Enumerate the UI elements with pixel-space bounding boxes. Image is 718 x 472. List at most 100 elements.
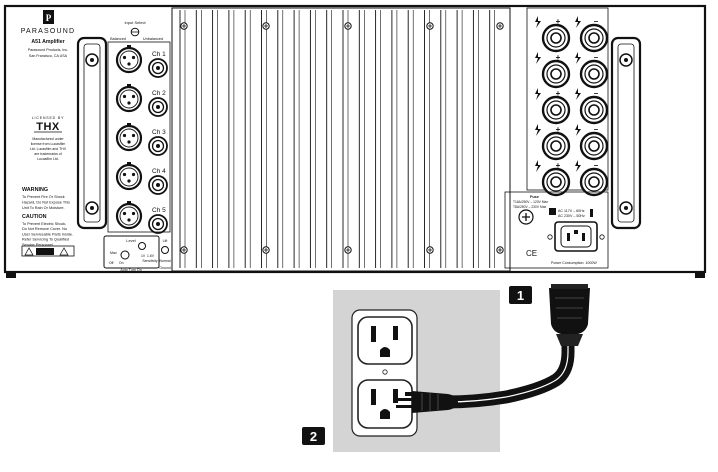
thx-block: LICENSED BY THX Manufactured underlicens… bbox=[30, 116, 67, 161]
thx-logo: THX bbox=[36, 121, 60, 133]
xlr-input-jack[interactable] bbox=[115, 84, 143, 113]
thx-note-line: Manufactured under bbox=[32, 137, 64, 141]
power-cord bbox=[396, 284, 590, 413]
brand-name: PARASOUND bbox=[21, 28, 76, 35]
hazard-bolt-icon bbox=[575, 88, 581, 100]
speaker-terminal-negative[interactable] bbox=[579, 95, 609, 125]
speaker-terminal-negative[interactable] bbox=[579, 167, 609, 197]
panel-foot-right bbox=[695, 272, 705, 278]
rca-input-jack[interactable] bbox=[148, 214, 168, 234]
caution-title: CAUTION bbox=[22, 214, 47, 220]
level-knob[interactable] bbox=[120, 250, 130, 260]
input-select-label: Input Select bbox=[124, 20, 146, 25]
rca-input-jack[interactable] bbox=[148, 175, 168, 195]
caution-line: Service Personnel. bbox=[22, 243, 54, 247]
attention-icon bbox=[59, 247, 69, 256]
speaker-terminal-positive[interactable] bbox=[541, 95, 571, 125]
speaker-terminal-negative[interactable] bbox=[579, 23, 609, 53]
speaker-terminal-pair: +– bbox=[535, 124, 609, 161]
hazard-bolt-icon bbox=[575, 52, 581, 64]
voltage-selector[interactable] bbox=[549, 208, 556, 215]
voltage-switch[interactable] bbox=[590, 209, 593, 217]
off-label: Off bbox=[109, 261, 114, 265]
channel-label: Ch 3 bbox=[152, 129, 166, 136]
rca-input-jack[interactable] bbox=[148, 97, 168, 117]
terminal-minus-label: – bbox=[594, 17, 599, 26]
xlr-input-jack[interactable] bbox=[115, 45, 143, 74]
wall-plug[interactable] bbox=[396, 391, 458, 413]
ground-label: Ground bbox=[159, 266, 170, 270]
speaker-terminal-positive[interactable] bbox=[541, 23, 571, 53]
hazard-bolt-icon bbox=[535, 88, 541, 100]
brand-logo-letter: P bbox=[46, 13, 52, 23]
iec-cord-connector[interactable] bbox=[549, 284, 590, 346]
terminal-plus-label: + bbox=[556, 89, 561, 98]
caution-label-icon bbox=[36, 248, 54, 255]
caution-line: To Prevent Electric Shock, bbox=[22, 222, 66, 226]
speaker-terminal-pair: +– bbox=[535, 16, 609, 53]
thx-note-line: license from Lucasfilm bbox=[31, 142, 66, 146]
sensitivity-a-label: 1V bbox=[141, 254, 146, 258]
receptacle-lower[interactable] bbox=[357, 379, 413, 429]
amplifier-rear-panel: P PARASOUND A51 Amplifier Parasound Prod… bbox=[3, 4, 707, 278]
receptacle-upper[interactable] bbox=[357, 316, 413, 365]
caution-line: User Serviceable Parts Inside. bbox=[22, 232, 73, 236]
hazard-bolt-icon bbox=[535, 124, 541, 136]
input-select-switch[interactable]: Input Select Balanced Unbalanced bbox=[110, 20, 163, 41]
heatsink-screw bbox=[426, 22, 434, 30]
auto-turn-on-label: Auto Turn On bbox=[120, 268, 141, 272]
xlr-input-jack[interactable] bbox=[115, 201, 143, 230]
ce-mark: CE bbox=[526, 249, 537, 258]
fuse-rating-120: T16A/250V – 120V Max bbox=[513, 200, 548, 204]
callout-1-label: 1 bbox=[517, 288, 524, 303]
plug-prong-upper bbox=[396, 398, 413, 401]
power-consumption: Power Consumption: 1000W bbox=[551, 261, 597, 265]
input-channel: Ch 4 bbox=[115, 162, 168, 195]
unbalanced-label: Unbalanced bbox=[143, 37, 163, 41]
panel-foot-left bbox=[6, 272, 16, 278]
warning-line: Hazard, Do Not Expose This bbox=[22, 200, 70, 204]
speaker-terminal-negative[interactable] bbox=[579, 59, 609, 89]
input-channel: Ch 2 bbox=[115, 84, 168, 117]
voltage-230: AC 230V – 50Hz bbox=[558, 214, 585, 218]
thx-note-line: Lucasfilm Ltd. bbox=[37, 157, 59, 161]
speaker-terminal-positive[interactable] bbox=[541, 167, 571, 197]
caution-line: Do Not Remove Cover. No bbox=[22, 227, 67, 231]
input-panel-frame bbox=[107, 41, 171, 233]
plug-ground-pin bbox=[405, 392, 413, 396]
sensitivity-switch[interactable] bbox=[138, 242, 146, 250]
speaker-terminal-section: +–+–+–+–+– bbox=[526, 7, 609, 197]
lift-label: Lift bbox=[163, 239, 168, 243]
terminal-plus-label: + bbox=[556, 53, 561, 62]
wall-outlet[interactable] bbox=[351, 309, 418, 437]
hazard-bolt-icon bbox=[575, 124, 581, 136]
speaker-terminal-positive[interactable] bbox=[541, 59, 571, 89]
warning-line: Unit To Rain Or Moisture. bbox=[22, 206, 65, 210]
caution-text: To Prevent Electric Shock,Do Not Remove … bbox=[22, 222, 73, 247]
speaker-terminal-negative[interactable] bbox=[579, 131, 609, 161]
controls-section: Level Max Off On 1V 1.6V Sensitivity Aut… bbox=[103, 235, 171, 272]
channel-label: Ch 2 bbox=[152, 90, 166, 97]
xlr-input-jack[interactable] bbox=[115, 162, 143, 191]
thx-note-line: are trademarks of bbox=[34, 152, 61, 156]
hazard-bolt-icon bbox=[535, 52, 541, 64]
rca-input-jack[interactable] bbox=[148, 136, 168, 156]
heatsink-screw bbox=[180, 246, 188, 254]
max-label: Max bbox=[110, 251, 117, 255]
speaker-terminal-pair: +– bbox=[535, 160, 609, 197]
speaker-terminal-positive[interactable] bbox=[541, 131, 571, 161]
heatsink-screw bbox=[180, 22, 188, 30]
callout-2-label: 2 bbox=[310, 429, 317, 444]
channel-label: Ch 4 bbox=[152, 168, 166, 175]
fuse-label: Fuse bbox=[530, 195, 539, 199]
terminal-minus-label: – bbox=[594, 53, 599, 62]
safety-block: WARNING To Prevent Fire Or ShockHazard, … bbox=[21, 187, 75, 257]
thx-header: LICENSED BY bbox=[32, 116, 65, 120]
ground-lift-switch[interactable] bbox=[161, 246, 169, 254]
outlet-screw bbox=[382, 369, 388, 375]
xlr-input-jack[interactable] bbox=[115, 123, 143, 152]
rca-input-jack[interactable] bbox=[148, 58, 168, 78]
channel-label: Ch 5 bbox=[152, 207, 166, 214]
